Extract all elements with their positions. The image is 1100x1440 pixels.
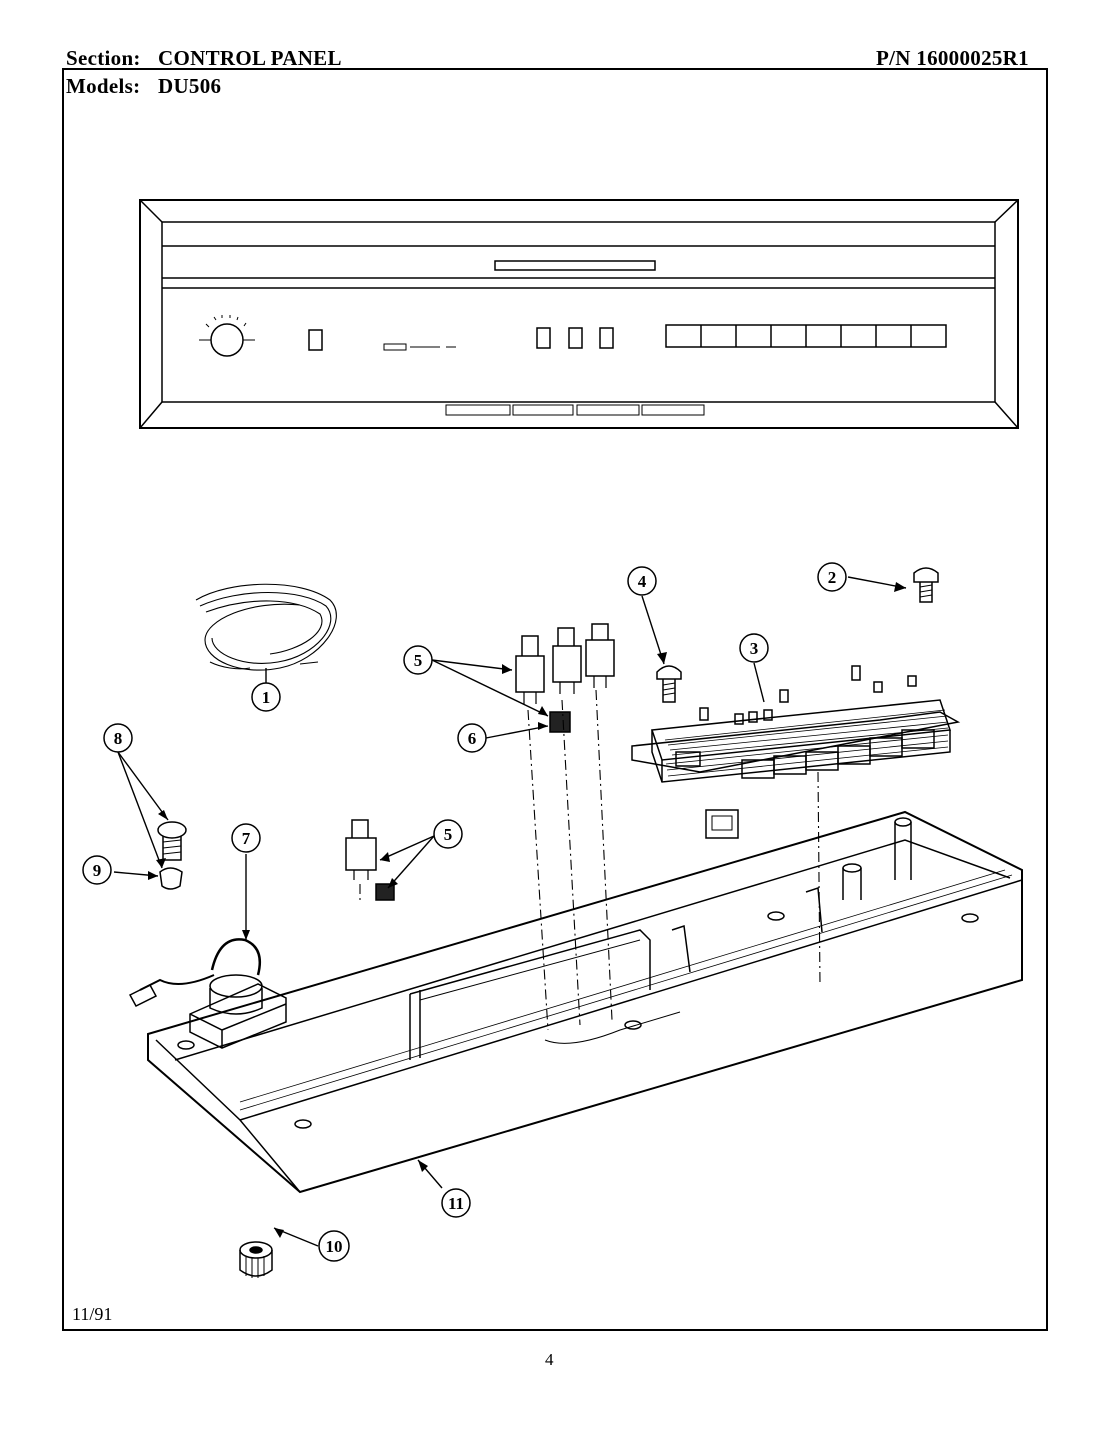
- wire-harness: [195, 583, 337, 671]
- plug-9: [159, 867, 183, 890]
- callout-6: 6: [457, 723, 487, 753]
- screw-4: [656, 665, 682, 703]
- callout-5-upper: 5: [403, 645, 433, 675]
- callout-10: 10: [318, 1230, 350, 1262]
- motor-7: [128, 938, 287, 1049]
- callout-11: 11: [441, 1188, 471, 1218]
- svg-text:1: 1: [262, 688, 271, 707]
- svg-text:11: 11: [448, 1194, 464, 1213]
- callout-4: 4: [627, 566, 657, 596]
- models-label: Models:: [66, 74, 141, 98]
- callout-1: 1: [251, 682, 281, 712]
- callout-2: 2: [817, 562, 847, 592]
- page-number: 4: [545, 1350, 554, 1369]
- assembly-guides: [359, 689, 821, 1031]
- screw-2: [913, 567, 939, 603]
- section-label: Section:: [66, 46, 141, 70]
- arrowheads: [148, 582, 906, 1238]
- svg-text:3: 3: [750, 639, 759, 658]
- callout-3: 3: [739, 633, 769, 663]
- svg-text:9: 9: [93, 861, 102, 880]
- callout-5-lower: 5: [433, 819, 463, 849]
- svg-text:10: 10: [326, 1237, 343, 1256]
- diagram-frame: [62, 68, 1048, 1331]
- switch-lower: [345, 819, 395, 901]
- callout-numbers: 1 2 3 4 5 6 7 8 9 5 11 10: [82, 562, 847, 1262]
- svg-text:8: 8: [114, 729, 123, 748]
- svg-text:6: 6: [468, 729, 477, 748]
- switch-group-upper: [515, 623, 615, 704]
- svg-text:5: 5: [444, 825, 453, 844]
- connector-6: [549, 711, 571, 733]
- control-panel-front-view: [139, 199, 1019, 429]
- callout-7: 7: [231, 823, 261, 853]
- part-number: P/N 16000025R1: [876, 46, 1029, 70]
- callout-8: 8: [103, 723, 133, 753]
- timer-assembly-3: [631, 665, 961, 839]
- svg-text:4: 4: [638, 572, 647, 591]
- section-title: CONTROL PANEL: [158, 46, 342, 70]
- callout-9: 9: [82, 855, 112, 885]
- revision-date: 11/91: [72, 1304, 113, 1324]
- knob-10: [239, 1241, 273, 1278]
- callout-leaders: [113, 576, 907, 1247]
- svg-text:5: 5: [414, 651, 423, 670]
- svg-text:2: 2: [828, 568, 837, 587]
- svg-text:7: 7: [242, 829, 251, 848]
- models-value: DU506: [158, 74, 222, 98]
- console-housing-11: [147, 810, 1023, 1194]
- screw-8: [157, 821, 187, 861]
